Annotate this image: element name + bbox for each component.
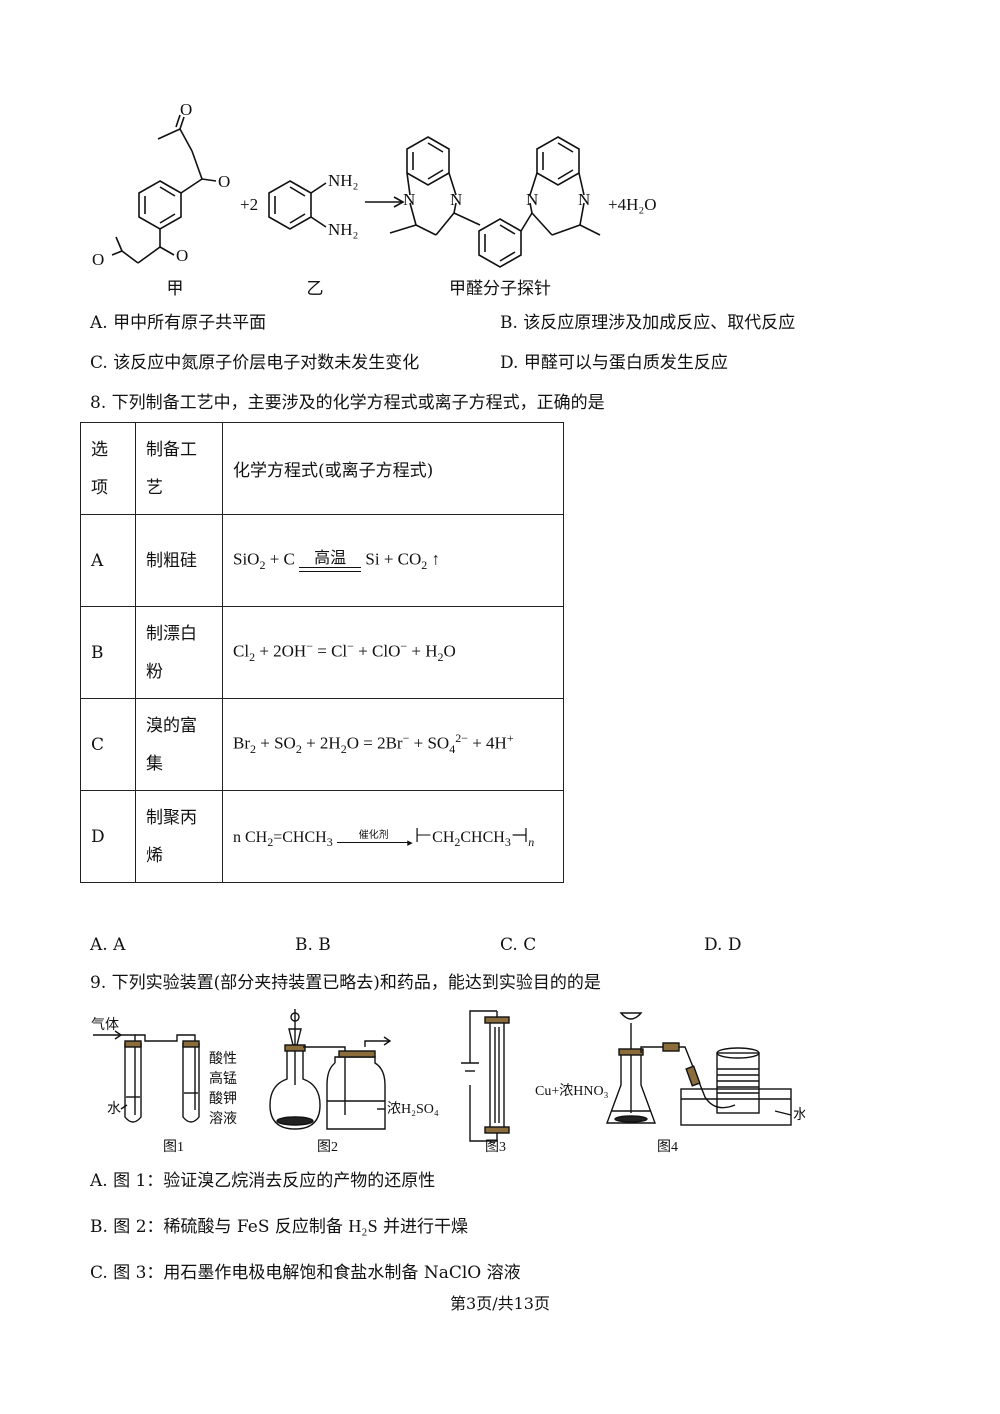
q7-option-c[interactable]: C. 该反应中氮原子价层电子对数未发生变化	[90, 353, 420, 373]
label-probe: 甲醛分子探针	[449, 279, 551, 299]
q7-option-b[interactable]: B. 该反应原理涉及加成反应、取代反应	[500, 313, 796, 333]
carbonyl-o-top: O	[180, 100, 192, 119]
fig3-caption: 图3	[485, 1140, 506, 1155]
carbonyl-o-mid: O	[218, 172, 230, 191]
q9-option-b[interactable]: B. 图 2：稀硫酸与 FeS 反应制备 H₂S 并进行干燥	[90, 1216, 469, 1237]
q8-stem: 8. 下列制备工艺中，主要涉及的化学方程式或离子方程式，正确的是	[90, 393, 605, 413]
q9-option-c[interactable]: C. 图 3：用石墨作电极电解饱和食盐水制备 NaClO 溶液	[90, 1263, 521, 1283]
reaction-scheme: O O O O +2 NH₂ NH₂ N N N N +4H₂O	[92, 100, 657, 269]
carbonyl-o-low: O	[176, 246, 188, 265]
row-c-process: 溴的富 集	[135, 698, 223, 791]
q9-stem: 9. 下列实验装置(部分夹持装置已略去)和药品，能达到实验目的的是	[90, 973, 601, 993]
fig1-reagent-line4: 溶液	[209, 1111, 237, 1127]
nitrogen-1: N	[403, 190, 415, 209]
fig1-gas-label: 气体	[91, 1017, 119, 1033]
table-header-row: 选 项 制备工 艺 化学方程式(或离子方程式)	[80, 422, 564, 515]
fig4-caption: 图4	[657, 1140, 678, 1155]
water-product: +4H₂O	[608, 195, 657, 214]
table-row: C 溴的富 集 Br2 + SO2 + 2H2O = 2Br− + SO42− …	[80, 698, 564, 791]
header-option: 选 项	[80, 422, 136, 515]
q9-apparatus-figures: 气体 水 酸性 高锰 酸钾 溶液 浓H₂SO₄ Cu+浓HNO₃ 水 图1 图2…	[91, 1009, 805, 1155]
q8-answer-d[interactable]: D. D	[704, 935, 742, 955]
amino-group-top: NH₂	[328, 171, 358, 190]
table-row: A 制粗硅 SiO2 + C 高温 Si + CO2 ↑	[80, 514, 564, 607]
row-a-option: A	[80, 514, 136, 607]
row-d-equation: n CH2=CHCH3 催化剂 ▸ ⊢CH2CHCH3⊣n	[222, 790, 564, 883]
fig4-reagent-label: Cu+浓HNO₃	[535, 1083, 609, 1099]
fig1-water-label: 水	[107, 1101, 121, 1117]
amino-group-bottom: NH₂	[328, 220, 358, 239]
nitrogen-4: N	[578, 190, 590, 209]
fig1-reagent-line1: 酸性	[209, 1051, 237, 1067]
fig2-acid-label: 浓H₂SO₄	[387, 1101, 439, 1117]
row-b-process: 制漂白 粉	[135, 606, 223, 699]
row-b-option: B	[80, 606, 136, 699]
q9-option-a[interactable]: A. 图 1：验证溴乙烷消去反应的产物的还原性	[90, 1171, 436, 1191]
header-equation: 化学方程式(或离子方程式)	[222, 422, 564, 515]
row-c-option: C	[80, 698, 136, 791]
row-a-process: 制粗硅	[135, 514, 223, 607]
coefficient-2: +2	[240, 195, 258, 214]
carbonyl-o-left: O	[92, 250, 104, 269]
page-footer: 第3页/共13页	[450, 1294, 550, 1313]
row-b-equation: Cl2 + 2OH− = Cl− + ClO− + H2O	[222, 606, 564, 699]
table-row: B 制漂白 粉 Cl2 + 2OH− = Cl− + ClO− + H2O	[80, 606, 564, 699]
table-row: D 制聚丙 烯 n CH2=CHCH3 催化剂 ▸ ⊢CH2CHCH3⊣n	[80, 790, 564, 883]
fig1-reagent-line2: 高锰	[209, 1070, 237, 1087]
row-d-process: 制聚丙 烯	[135, 790, 223, 883]
label-compound-b: 乙	[306, 279, 324, 299]
fig1-reagent-line3: 酸钾	[209, 1091, 237, 1107]
nitrogen-2: N	[450, 190, 462, 209]
header-process: 制备工 艺	[135, 422, 223, 515]
fig4-water-label: 水	[793, 1107, 805, 1123]
q8-answer-b[interactable]: B. B	[295, 935, 331, 955]
row-a-equation: SiO2 + C 高温 Si + CO2 ↑	[222, 514, 564, 607]
nitrogen-3: N	[526, 190, 538, 209]
row-c-equation: Br2 + SO2 + 2H2O = 2Br− + SO42− + 4H+	[222, 698, 564, 791]
q8-table: 选 项 制备工 艺 化学方程式(或离子方程式) A 制粗硅 SiO2 + C 高…	[80, 422, 564, 883]
q7-option-a[interactable]: A. 甲中所有原子共平面	[90, 313, 267, 333]
fig2-caption: 图2	[317, 1140, 338, 1155]
q8-answer-c[interactable]: C. C	[500, 935, 537, 955]
row-d-option: D	[80, 790, 136, 883]
fig1-caption: 图1	[163, 1140, 184, 1155]
label-compound-a: 甲	[166, 279, 184, 299]
q7-option-d[interactable]: D. 甲醛可以与蛋白质发生反应	[500, 353, 728, 373]
q8-answer-a[interactable]: A. A	[90, 935, 126, 955]
